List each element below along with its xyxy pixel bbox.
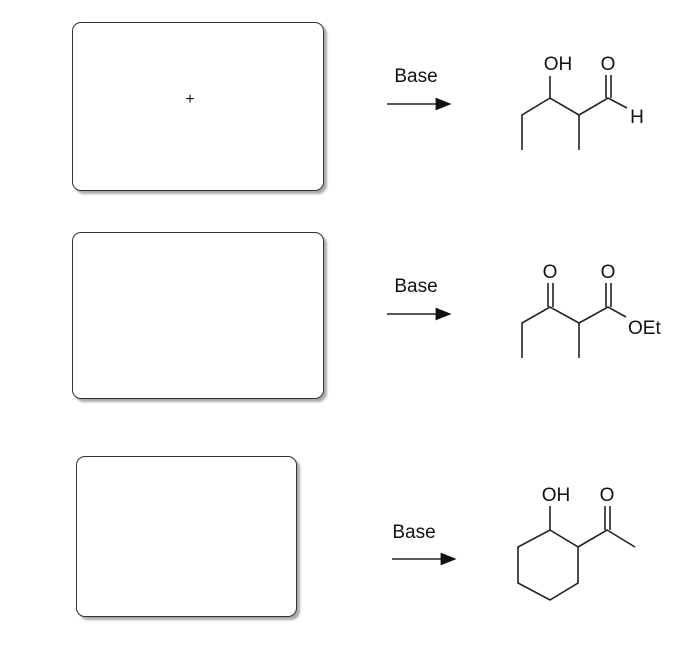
- product-1-oh-label: OH: [544, 54, 573, 75]
- product-3-oh-label: OH: [542, 485, 571, 506]
- product-1-h-label: H: [630, 107, 644, 128]
- product-3-bonds: [517, 506, 636, 601]
- reagent-label-1: Base: [394, 66, 437, 87]
- box-1-plus-mark: +: [185, 91, 194, 108]
- product-1-o-label: O: [601, 54, 616, 75]
- reagent-label-3: Base: [392, 522, 435, 543]
- reactant-box-3[interactable]: [76, 456, 297, 617]
- product-2-ketone-o-label: O: [543, 262, 558, 283]
- reactant-box-2[interactable]: [72, 232, 324, 399]
- reagent-label-2: Base: [394, 276, 437, 297]
- product-1-bonds: [521, 75, 628, 150]
- product-2-ester-o-label: O: [601, 262, 616, 283]
- product-2-oet-label: OEt: [628, 318, 661, 339]
- product-3-o-label: O: [600, 485, 615, 506]
- product-2-bonds: [521, 283, 627, 358]
- reactant-box-1[interactable]: [72, 22, 324, 191]
